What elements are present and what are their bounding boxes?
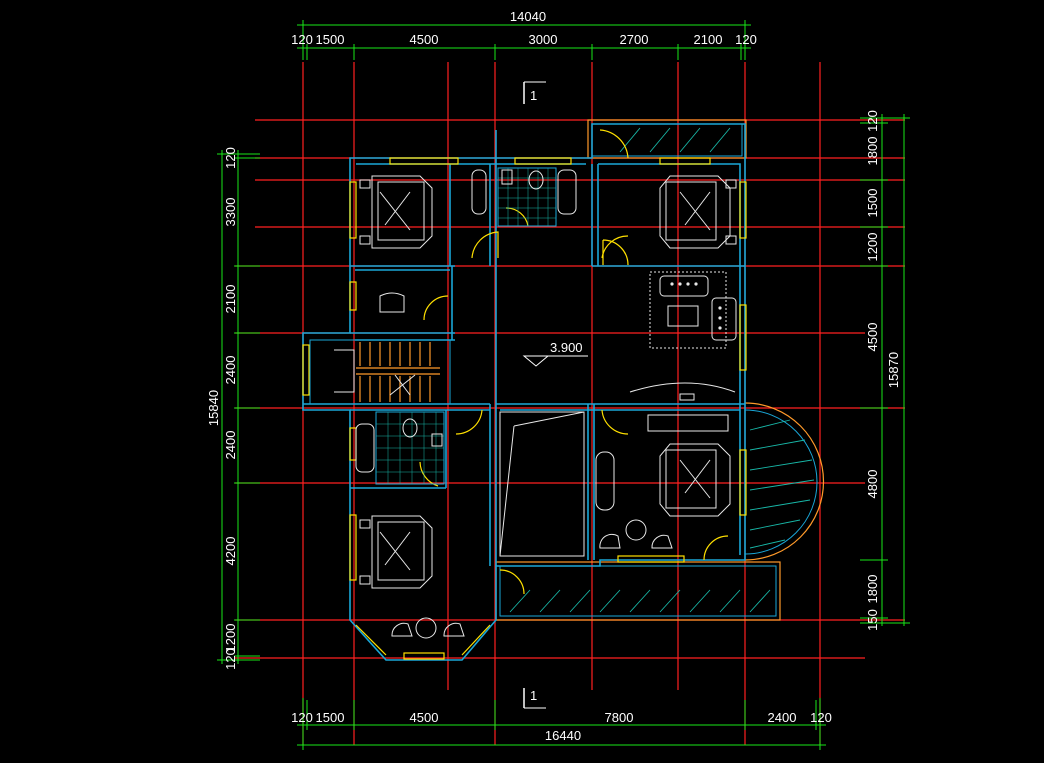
elevation-label: 3.900 xyxy=(550,340,583,355)
dim-bottom-total: 16440 xyxy=(545,728,581,743)
dim-right-6: 4800 xyxy=(865,470,880,499)
dim-right-1: 120 xyxy=(865,110,880,132)
balcony-top xyxy=(587,119,747,159)
dimension-lines xyxy=(217,20,910,750)
dim-top-6: 2100 xyxy=(694,32,723,47)
terrace-table xyxy=(391,617,465,639)
balcony-bottom xyxy=(495,561,781,621)
void-shaft xyxy=(499,411,585,557)
dim-left-8: 120 xyxy=(223,648,238,670)
dim-left-7: 1200 xyxy=(223,624,238,653)
dim-right-3: 1500 xyxy=(865,189,880,218)
bathroom-mid xyxy=(355,411,445,485)
dim-right-4: 1200 xyxy=(865,233,880,262)
dim-bottom-5: 2400 xyxy=(768,710,797,725)
dim-left-1: 120 xyxy=(223,147,238,169)
section-mark-top-label: 1 xyxy=(530,88,537,103)
bathroom-top xyxy=(471,167,577,227)
dim-bottom-2: 1500 xyxy=(316,710,345,725)
dim-bottom-1: 120 xyxy=(291,710,313,725)
dim-bottom-3: 4500 xyxy=(410,710,439,725)
walls xyxy=(302,123,746,661)
dim-top-5: 2700 xyxy=(620,32,649,47)
staircase xyxy=(309,339,451,405)
elevation-marker: 3.900 xyxy=(522,340,588,367)
section-mark-top: 1 xyxy=(523,81,546,104)
dim-left-3: 2100 xyxy=(223,285,238,314)
balcony-round xyxy=(744,402,825,561)
section-mark-bottom: 1 xyxy=(523,688,546,709)
bed-mid-right xyxy=(647,414,731,517)
dim-top-7: 120 xyxy=(735,32,757,47)
dim-right-5: 4500 xyxy=(865,323,880,352)
dim-top-3: 4500 xyxy=(410,32,439,47)
dim-bottom-4: 7800 xyxy=(605,710,634,725)
living-room-sofa-set xyxy=(629,271,737,401)
bed-bottom-left xyxy=(359,515,433,589)
dim-bottom-6: 120 xyxy=(810,710,832,725)
dim-left-2: 3300 xyxy=(223,198,238,227)
dim-left-6: 4200 xyxy=(223,537,238,566)
section-mark-bottom-label: 1 xyxy=(530,688,537,703)
dim-left-5: 2400 xyxy=(223,431,238,460)
dimension-labels: 14040 120 1500 4500 3000 2700 2100 120 1… xyxy=(206,9,901,743)
dim-right-8: 150 xyxy=(865,609,880,631)
dim-top-4: 3000 xyxy=(529,32,558,47)
dim-right-2: 1800 xyxy=(865,137,880,166)
doors xyxy=(419,129,729,595)
dim-left-total: 15840 xyxy=(206,390,221,426)
dim-top-2: 1500 xyxy=(316,32,345,47)
dim-top-total: 14040 xyxy=(510,9,546,24)
dim-top-1: 120 xyxy=(291,32,313,47)
study-furniture xyxy=(379,292,673,549)
windows xyxy=(302,157,747,660)
bed-top-right xyxy=(659,175,737,249)
dim-left-4: 2400 xyxy=(223,356,238,385)
dim-right-total: 15870 xyxy=(886,352,901,388)
dim-right-7: 1800 xyxy=(865,575,880,604)
bed-top-left xyxy=(359,175,433,249)
